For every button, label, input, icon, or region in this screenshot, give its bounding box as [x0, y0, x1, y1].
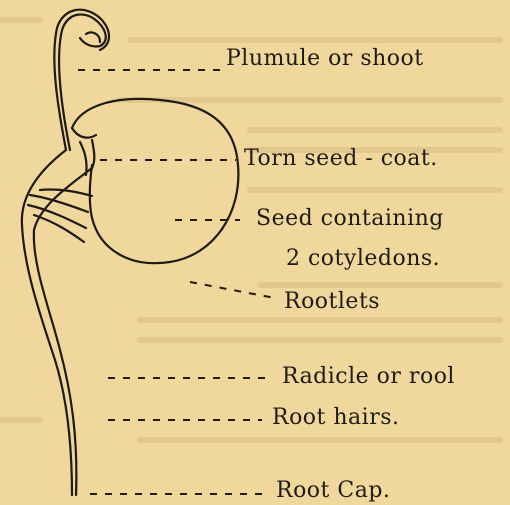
- plumule-shoot: [59, 14, 106, 150]
- label-seed-line1: Seed containing: [256, 206, 444, 231]
- seedling-drawing: [22, 10, 239, 495]
- label-root-cap: Root Cap.: [276, 478, 390, 503]
- rootlets: [28, 195, 88, 242]
- seed-body: [72, 99, 238, 263]
- radicle-stem: [22, 150, 72, 495]
- leader-lines: [78, 70, 275, 494]
- label-plumule: Plumule or shoot: [226, 46, 424, 71]
- label-root-hairs: Root hairs.: [272, 405, 400, 430]
- label-seed-coat: Torn seed - coat.: [244, 146, 438, 171]
- label-radicle: Radicle or rool: [282, 364, 455, 389]
- label-rootlets: Rootlets: [284, 289, 380, 314]
- label-seed-line2: 2 cotyledons.: [286, 246, 440, 271]
